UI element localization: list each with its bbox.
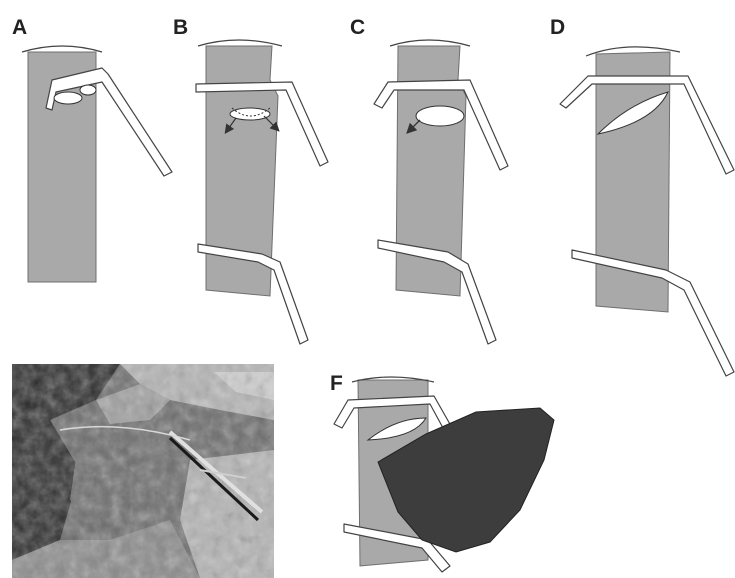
panel-c: C — [350, 16, 508, 344]
panel-b-label: B — [173, 16, 188, 39]
panel-a-label: A — [12, 16, 27, 39]
panel-f-label: F — [330, 372, 343, 395]
panel-a: A — [12, 16, 172, 282]
panel-d: D — [550, 16, 734, 376]
panel-b: B — [173, 16, 328, 344]
surgical-photo — [12, 364, 274, 578]
panel-e: E — [12, 364, 274, 578]
panel-c-label: C — [350, 16, 365, 39]
panel-f: F — [330, 372, 554, 572]
panel-d-label: D — [550, 16, 565, 39]
